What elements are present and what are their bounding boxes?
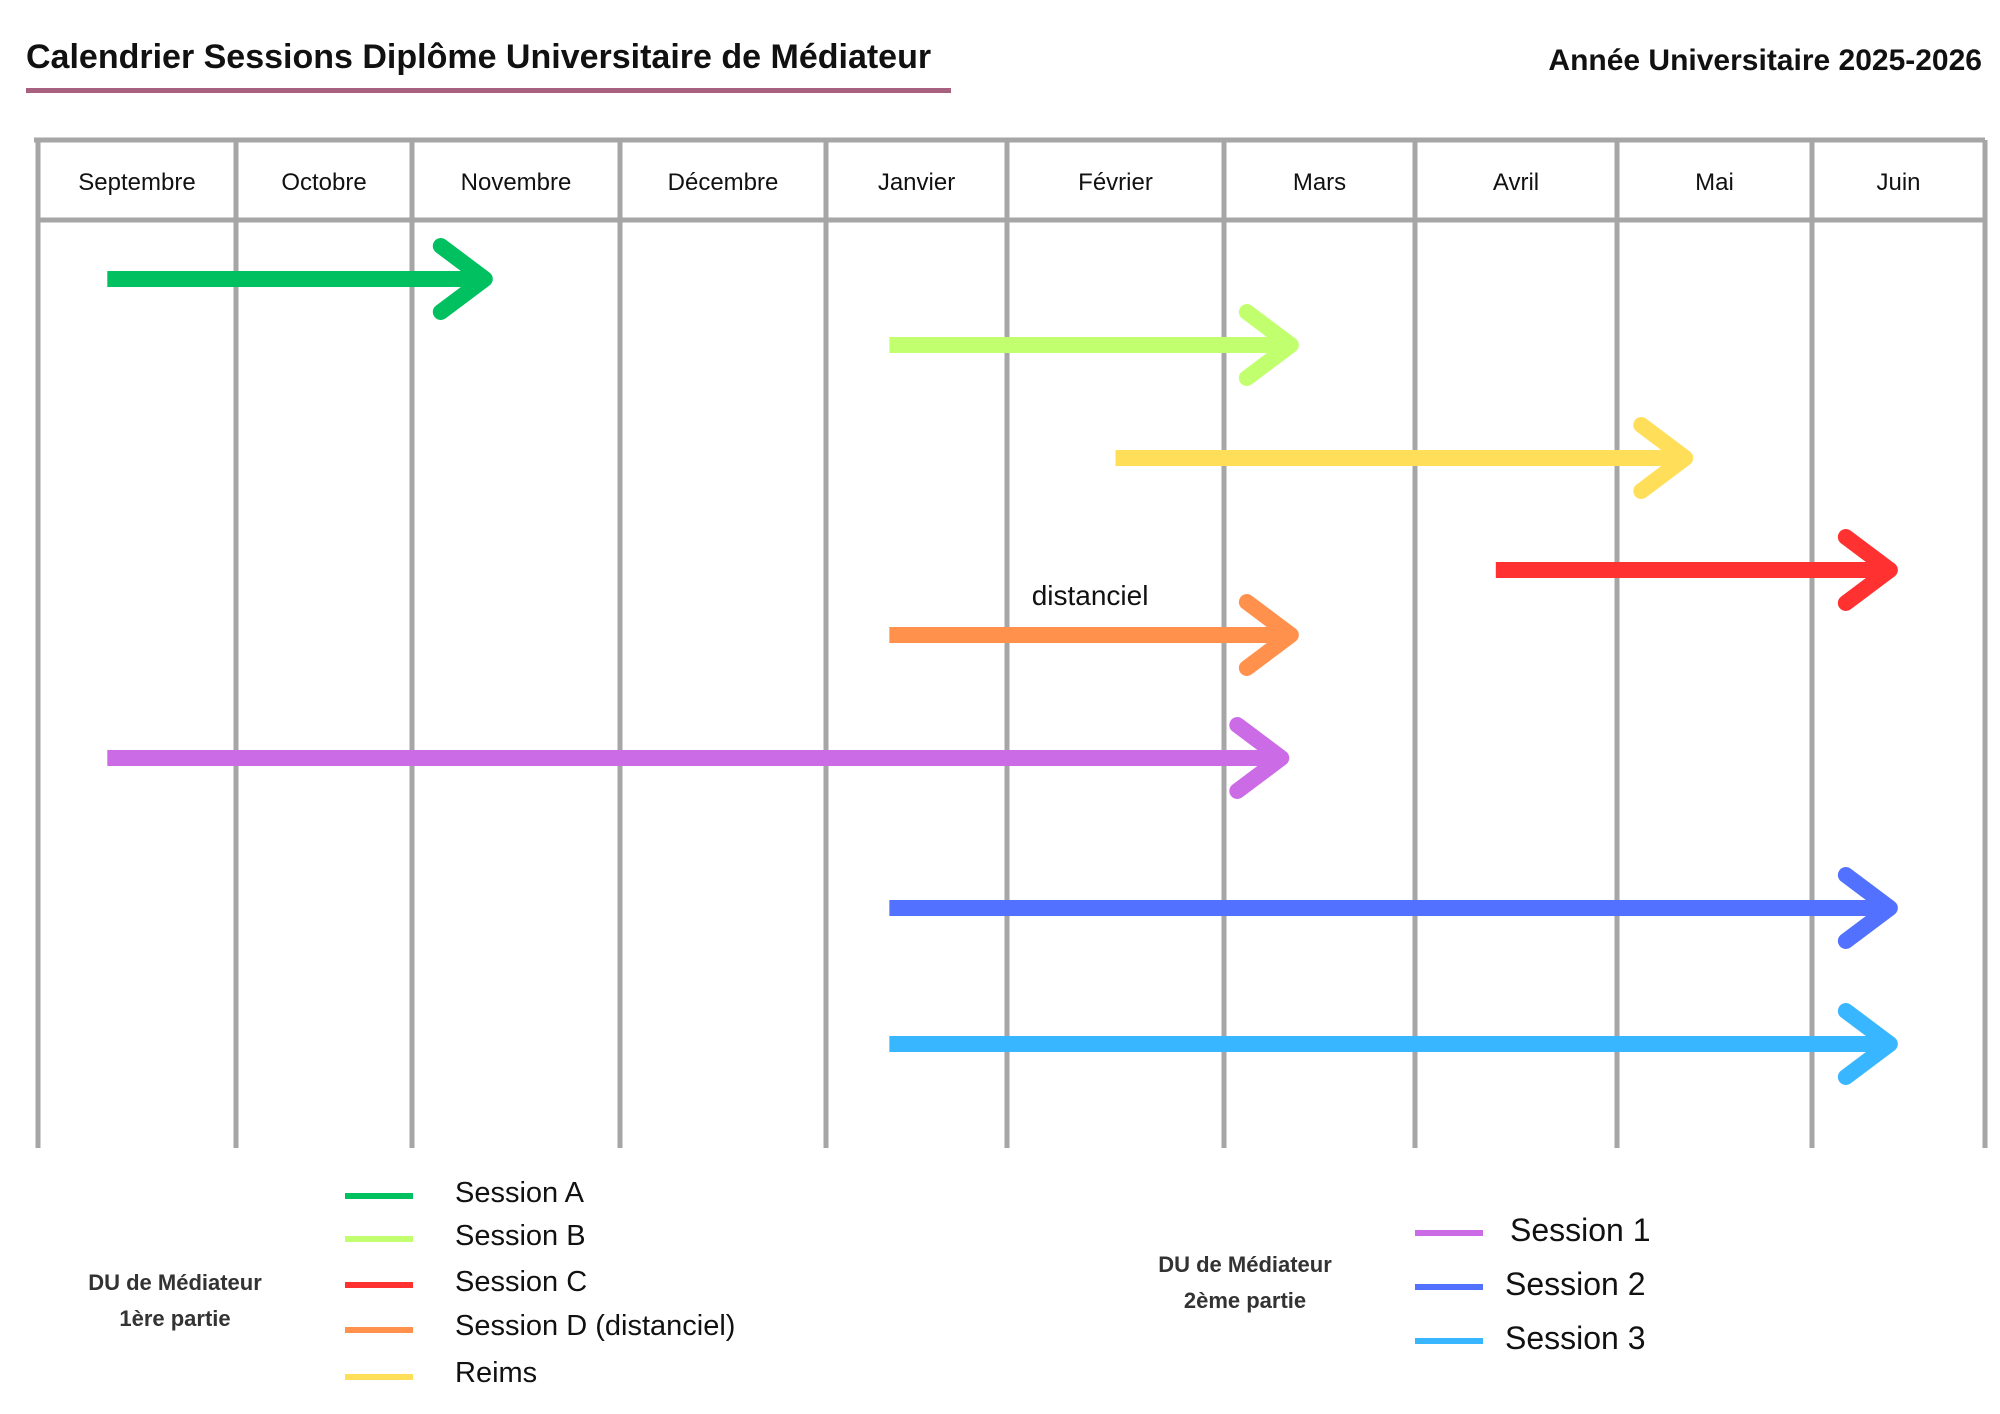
month-label-5: Janvier: [878, 169, 955, 196]
legend-swatch-session-c: [345, 1282, 413, 1288]
legend-label-session-a: Session A: [455, 1177, 584, 1209]
month-label-3: Novembre: [461, 169, 572, 196]
session-annotation-d: distanciel: [1032, 580, 1149, 611]
month-label-6: Février: [1078, 169, 1153, 196]
legend-label-session-c: Session C: [455, 1266, 588, 1298]
month-label-7: Mars: [1293, 169, 1346, 196]
session-arrow-head-a: [432, 238, 493, 320]
legend-group-part2: DU de Médiateur 2ème partie: [1130, 1247, 1360, 1319]
legend-label-session-3: Session 3: [1505, 1320, 1646, 1356]
legend-swatch-session-2: [1415, 1284, 1483, 1290]
month-label-10: Juin: [1876, 169, 1920, 196]
session-arrow-head-d: [1238, 594, 1299, 676]
legend-group-part1: DU de Médiateur 1ère partie: [60, 1265, 290, 1337]
month-label-2: Octobre: [281, 169, 366, 196]
legend-swatch-session-b: [345, 1236, 413, 1242]
session-arrow-head-2: [1837, 867, 1898, 949]
month-label-9: Mai: [1695, 169, 1734, 196]
legend-swatch-session-3: [1415, 1338, 1483, 1344]
month-label-8: Avril: [1493, 169, 1539, 196]
legend-group-part1-line1: DU de Médiateur: [88, 1270, 262, 1295]
legend-label-session-2: Session 2: [1505, 1266, 1646, 1302]
session-arrow-head-c: [1837, 529, 1898, 611]
session-arrow-head-reims: [1633, 417, 1694, 499]
legend-label-reims: Reims: [455, 1357, 538, 1389]
legend-swatch-session-a: [345, 1193, 413, 1199]
legend-label-session-d: Session D (distanciel): [455, 1310, 736, 1342]
session-arrow-head-1: [1229, 717, 1290, 799]
legend-group-part2-line2: 2ème partie: [1183, 1288, 1307, 1313]
legend-group-part2-line1: DU de Médiateur: [1158, 1252, 1332, 1277]
legend-group-part1-line2: 1ère partie: [119, 1306, 231, 1331]
calendar-grid: Septembre Octobre Novembre Décembre Janvier F…: [34, 137, 1988, 1148]
session-arrow-head-3: [1837, 1003, 1898, 1085]
legend-label-session-1: Session 1: [1510, 1212, 1651, 1248]
legend-label-session-b: Session B: [455, 1220, 586, 1252]
month-label-4: Décembre: [668, 169, 779, 196]
title-underline: [26, 88, 951, 93]
legend-swatch-session-1: [1415, 1230, 1483, 1236]
legend-swatch-session-d: [345, 1327, 413, 1333]
legend-swatch-reims: [345, 1374, 413, 1380]
page-title: Calendrier Sessions Diplôme Universitair…: [26, 38, 932, 76]
session-arrow-head-b: [1238, 304, 1299, 386]
month-label-1: Septembre: [78, 169, 195, 196]
academic-year: Année Universitaire 2025-2026: [1548, 44, 1982, 77]
